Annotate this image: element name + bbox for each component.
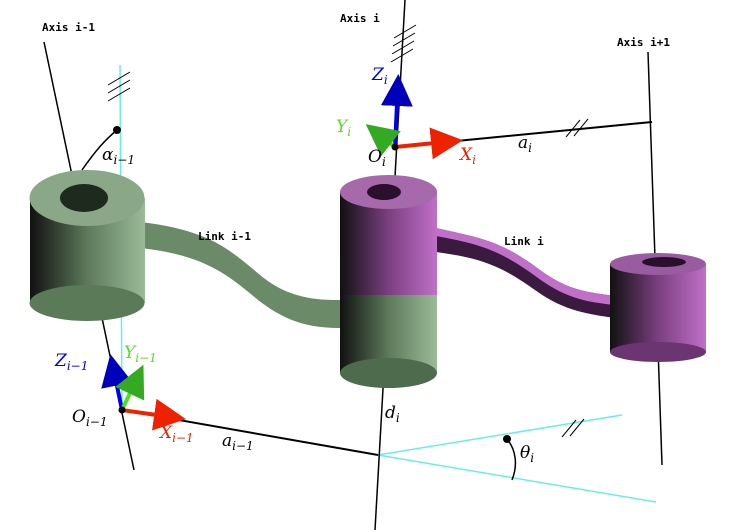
link-cur-top — [436, 228, 614, 305]
cyan-xi-projection — [377, 454, 657, 503]
theta-label: θi — [520, 443, 534, 465]
z-prev-label: Zi−1 — [54, 351, 88, 373]
axis-prev-label: Axis i-1 — [42, 21, 95, 34]
d-i-label: di — [385, 403, 400, 425]
theta-arc — [506, 438, 517, 481]
link-cur-end-cylinder — [610, 253, 706, 362]
joint-cur-cylinder — [340, 175, 437, 388]
y-i-arrow — [365, 124, 401, 157]
alpha-label: αi−1 — [102, 145, 135, 167]
o-prev-label: Oi−1 — [72, 407, 107, 429]
parallel-hatch-marks — [107, 24, 589, 438]
y-prev-arrow — [115, 364, 145, 411]
alpha-dot — [113, 126, 121, 134]
theta-dot — [503, 435, 511, 443]
cyan-xprev-projection — [377, 414, 623, 456]
x-prev-arrow — [121, 398, 186, 431]
z-i-label: Zi — [371, 65, 388, 87]
axis-cur-label: Axis i — [340, 12, 380, 25]
link-prev-body — [140, 222, 342, 328]
y-i-label: Yi — [336, 117, 351, 139]
origin-i-dot — [391, 143, 399, 151]
x-i-label: Xi — [458, 145, 476, 167]
y-prev-label: Yi−1 — [124, 343, 157, 365]
link-prev-label: Link i-1 — [198, 230, 251, 243]
x-i-arrow — [394, 127, 463, 160]
x-prev-label: Xi−1 — [158, 423, 194, 445]
link-cur-label: Link i — [504, 235, 544, 248]
o-i-label: Oi — [368, 147, 386, 169]
a-i-label: ai — [518, 133, 532, 155]
axis-next-label: Axis i+1 — [617, 36, 670, 49]
origin-prev-dot — [118, 406, 126, 414]
a-prev-label: ai−1 — [222, 431, 254, 453]
z-prev-arrow — [101, 354, 133, 411]
joint-prev-cylinder — [29, 170, 145, 321]
